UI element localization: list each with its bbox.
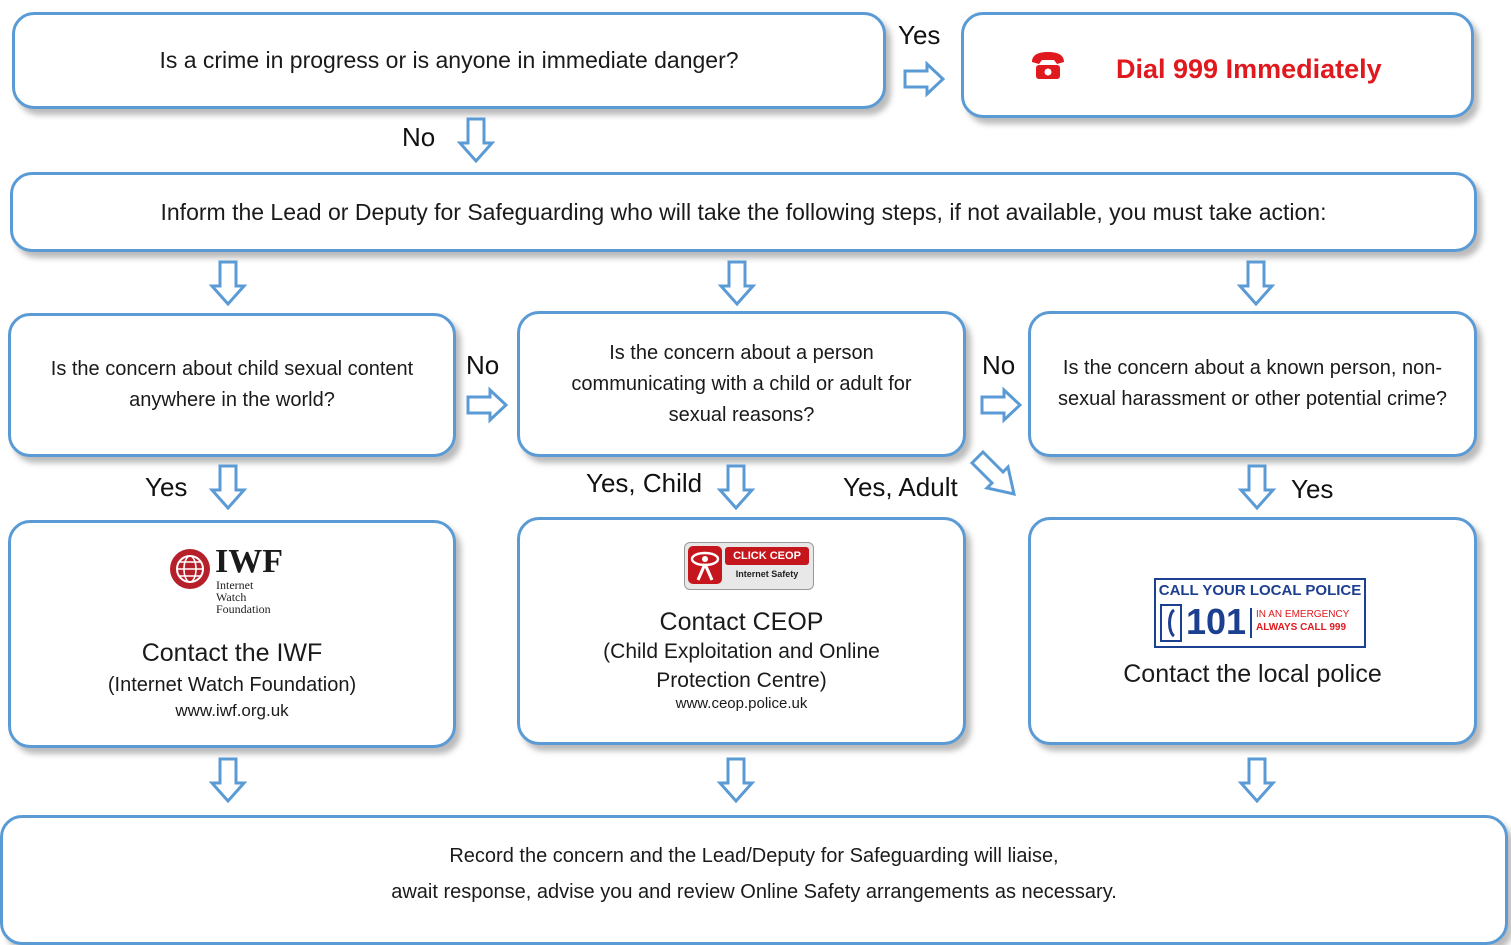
question-known-person: Is the concern about a known person, non… <box>1028 311 1477 457</box>
label-no-top: No <box>402 122 436 152</box>
police-logo-number: 101 <box>1186 601 1247 642</box>
arrow-down-icon <box>1237 464 1277 511</box>
arrow-down-icon <box>208 464 248 511</box>
arrow-down-icon <box>717 260 757 307</box>
question-child-sexual-content-text: Is the concern about child sexual conten… <box>50 358 414 411</box>
iwf-logo: IWF Internet Watch Foundation <box>168 543 308 623</box>
arrow-down-icon <box>716 464 756 511</box>
contact-ceop-box: CLICK CEOP Internet Safety Contact CEOP … <box>517 517 966 745</box>
ceop-logo[interactable]: CLICK CEOP Internet Safety <box>684 542 814 590</box>
ceop-logo-top: CLICK CEOP <box>725 547 809 565</box>
police-logo-emergency: IN AN EMERGENCY <box>1256 609 1350 620</box>
arrow-down-icon <box>716 757 756 804</box>
arrow-down-icon <box>208 260 248 307</box>
question-immediate-danger-text: Is a crime in progress or is anyone in i… <box>159 47 739 73</box>
label-yes-right: Yes <box>1291 474 1334 504</box>
question-communicating-sexual-text: Is the concern about a person communicat… <box>571 341 912 426</box>
contact-iwf-url[interactable]: www.iwf.org.uk <box>175 701 289 720</box>
arrow-right-icon <box>980 386 1023 424</box>
contact-ceop-subtitle: (Child Exploitation and Online Protectio… <box>603 640 880 692</box>
telephone-icon <box>1032 52 1064 79</box>
arrow-down-icon <box>1237 757 1277 804</box>
police-101-logo: CALL YOUR LOCAL POLICE 101 IN AN EMERGEN… <box>1154 578 1366 648</box>
contact-ceop-title: Contact CEOP <box>659 608 824 636</box>
contact-iwf-box: IWF Internet Watch Foundation Contact th… <box>8 520 456 748</box>
record-concern-box: Record the concern and the Lead/Deputy f… <box>0 815 1508 945</box>
question-immediate-danger: Is a crime in progress or is anyone in i… <box>12 12 886 109</box>
contact-iwf-title: Contact the IWF <box>141 639 323 667</box>
dial-999-text: Dial 999 Immediately <box>1116 54 1382 84</box>
iwf-logo-line2: Watch <box>216 590 247 604</box>
label-yes-child: Yes, Child <box>586 468 703 498</box>
arrow-down-icon <box>208 757 248 804</box>
record-concern-line2: await response, advise you and review On… <box>391 881 1117 903</box>
arrow-right-icon <box>466 386 509 424</box>
police-logo-top: CALL YOUR LOCAL POLICE <box>1158 582 1362 599</box>
arrow-diagonal-icon <box>969 449 1016 496</box>
contact-police-box: CALL YOUR LOCAL POLICE 101 IN AN EMERGEN… <box>1028 517 1477 745</box>
label-no-1: No <box>466 350 500 380</box>
question-communicating-sexual: Is the concern about a person communicat… <box>517 311 966 457</box>
ceop-logo-bottom: Internet Safety <box>735 569 799 579</box>
label-no-2: No <box>982 350 1016 380</box>
arrow-down-icon <box>456 117 496 164</box>
inform-lead-box: Inform the Lead or Deputy for Safeguardi… <box>10 172 1477 252</box>
contact-police-title: Contact the local police <box>1123 660 1382 688</box>
police-logo-999: ALWAYS CALL 999 <box>1256 622 1347 633</box>
label-yes-adult: Yes, Adult <box>843 472 958 502</box>
iwf-logo-wordmark: IWF <box>215 543 283 580</box>
globe-icon <box>170 549 210 589</box>
contact-iwf-subtitle: (Internet Watch Foundation) <box>107 674 357 696</box>
arrow-down-icon <box>1236 260 1276 307</box>
phone-handset-icon <box>1168 608 1176 638</box>
label-yes-top: Yes <box>898 20 941 50</box>
question-known-person-text: Is the concern about a known person, non… <box>1057 357 1448 410</box>
dial-999-box: Dial 999 Immediately <box>961 12 1474 118</box>
arrow-right-icon <box>903 60 946 98</box>
record-concern-line1: Record the concern and the Lead/Deputy f… <box>449 845 1059 867</box>
inform-lead-text: Inform the Lead or Deputy for Safeguardi… <box>160 198 1327 225</box>
label-yes-left: Yes <box>145 472 188 502</box>
question-child-sexual-content: Is the concern about child sexual conten… <box>8 313 456 457</box>
eye-icon <box>690 551 720 581</box>
iwf-logo-line3: Foundation <box>216 602 271 616</box>
iwf-logo-line1: Internet <box>216 578 254 592</box>
contact-ceop-url[interactable]: www.ceop.police.uk <box>675 695 808 712</box>
